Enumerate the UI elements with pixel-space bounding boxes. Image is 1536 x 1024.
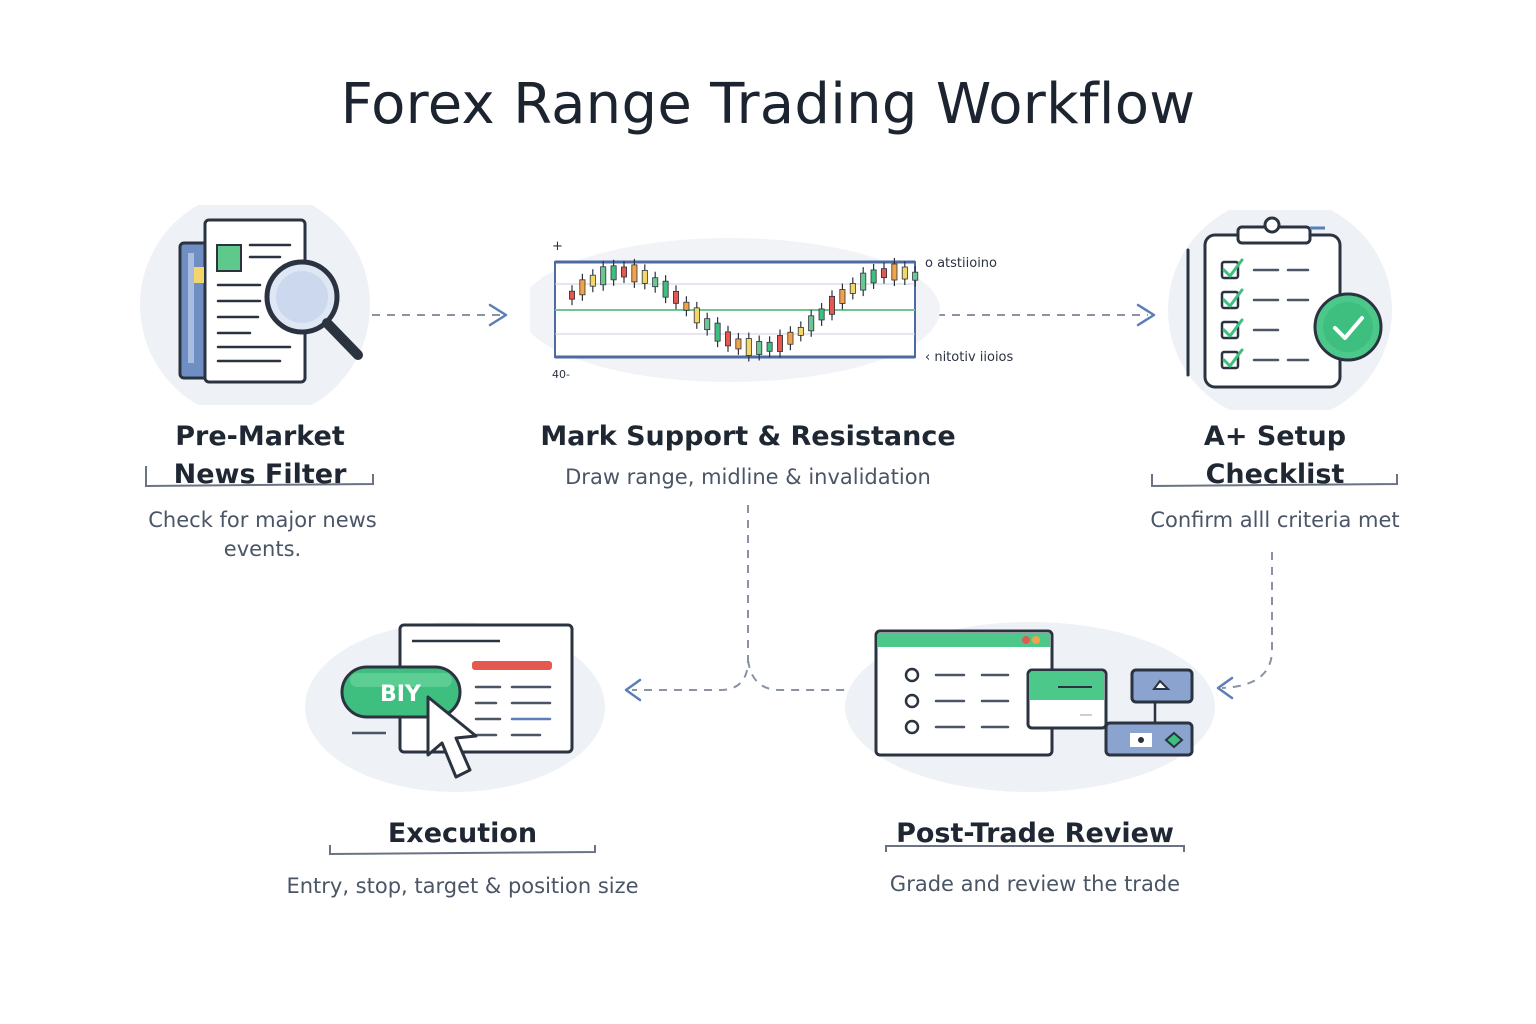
candle-body <box>735 338 742 350</box>
top-tick-label: + <box>552 239 563 254</box>
step-3-desc: Confirm alll criteria met <box>1150 508 1400 532</box>
candle-body <box>756 341 763 355</box>
step-2-title: Mark Support & Resistance <box>540 421 956 452</box>
step-1-desc-line2: events. <box>223 537 302 561</box>
range-chart-icon: + 40- o atstiioino ‹ nitotiv iioios <box>530 238 1014 382</box>
candle-body <box>631 264 638 283</box>
candle-body <box>704 318 711 331</box>
support-label: ‹ nitotiv iioios <box>925 350 1014 365</box>
candle-body <box>766 341 773 352</box>
step-5-bracket <box>885 845 1185 852</box>
candle-body <box>589 274 596 287</box>
candle-body <box>797 326 804 336</box>
step-1-desc: Check for major news events. <box>130 506 395 564</box>
step-5-title: Post-Trade Review <box>896 818 1174 849</box>
candle-body <box>745 338 752 356</box>
step-5-desc: Grade and review the trade <box>889 872 1181 896</box>
candle-body <box>880 268 887 279</box>
news-document-icon <box>140 205 370 405</box>
connector-3-5 <box>1221 552 1273 689</box>
candle-body <box>828 295 835 315</box>
step-1-bracket <box>145 466 374 488</box>
connector-2-4 <box>632 505 749 691</box>
arrow-head-2 <box>1136 303 1156 327</box>
buy-button-label: BIY <box>380 682 422 707</box>
step-1-title-line1: Pre-Market <box>175 421 345 452</box>
candle-body <box>808 315 815 332</box>
candle-body <box>901 266 908 280</box>
cursor-icon <box>426 695 478 779</box>
candle-body <box>839 289 846 304</box>
bottom-tick-label: 40- <box>552 368 570 381</box>
candle-body <box>579 279 586 296</box>
candle-body <box>787 331 794 345</box>
candle-body <box>891 263 898 281</box>
candle-body <box>870 269 877 284</box>
step-2-desc: Draw range, midline & invalidation <box>565 465 931 489</box>
arrow-head-5 <box>1216 676 1234 700</box>
checklist-icon <box>1168 210 1392 410</box>
step-4-bracket <box>329 845 596 856</box>
step-1-desc-line1: Check for major news <box>148 508 377 532</box>
step-4-desc: Entry, stop, target & position size <box>286 874 639 898</box>
candle-body <box>683 301 690 311</box>
candle-body <box>662 280 669 298</box>
candle-body <box>600 266 607 286</box>
page-title: Forex Range Trading Workflow <box>340 72 1196 137</box>
candle-body <box>912 271 919 281</box>
candle-body <box>569 290 576 300</box>
arrow-head-1 <box>488 303 508 327</box>
candle-body <box>818 308 825 321</box>
candle-body <box>860 272 867 291</box>
step-4-title: Execution <box>387 818 538 849</box>
candle-body <box>776 335 783 352</box>
step-3-bracket <box>1151 474 1398 488</box>
resistance-label: o atstiioino <box>925 256 997 271</box>
arrow-head-4 <box>624 678 642 702</box>
candle-body <box>641 269 648 284</box>
candle-body <box>849 283 856 294</box>
candle-body <box>724 331 731 347</box>
candle-body <box>672 290 679 304</box>
candle-body <box>621 266 628 278</box>
candlesticks <box>569 258 919 362</box>
candle-body <box>610 265 617 281</box>
execution-icon: BIY <box>305 622 605 792</box>
candle-body <box>652 277 659 288</box>
candle-body <box>693 307 700 324</box>
candle-body <box>714 322 721 342</box>
review-dashboard-icon <box>845 622 1215 792</box>
step-3-title-line1: A+ Setup <box>1203 421 1347 452</box>
connector-2-5 <box>747 659 862 691</box>
